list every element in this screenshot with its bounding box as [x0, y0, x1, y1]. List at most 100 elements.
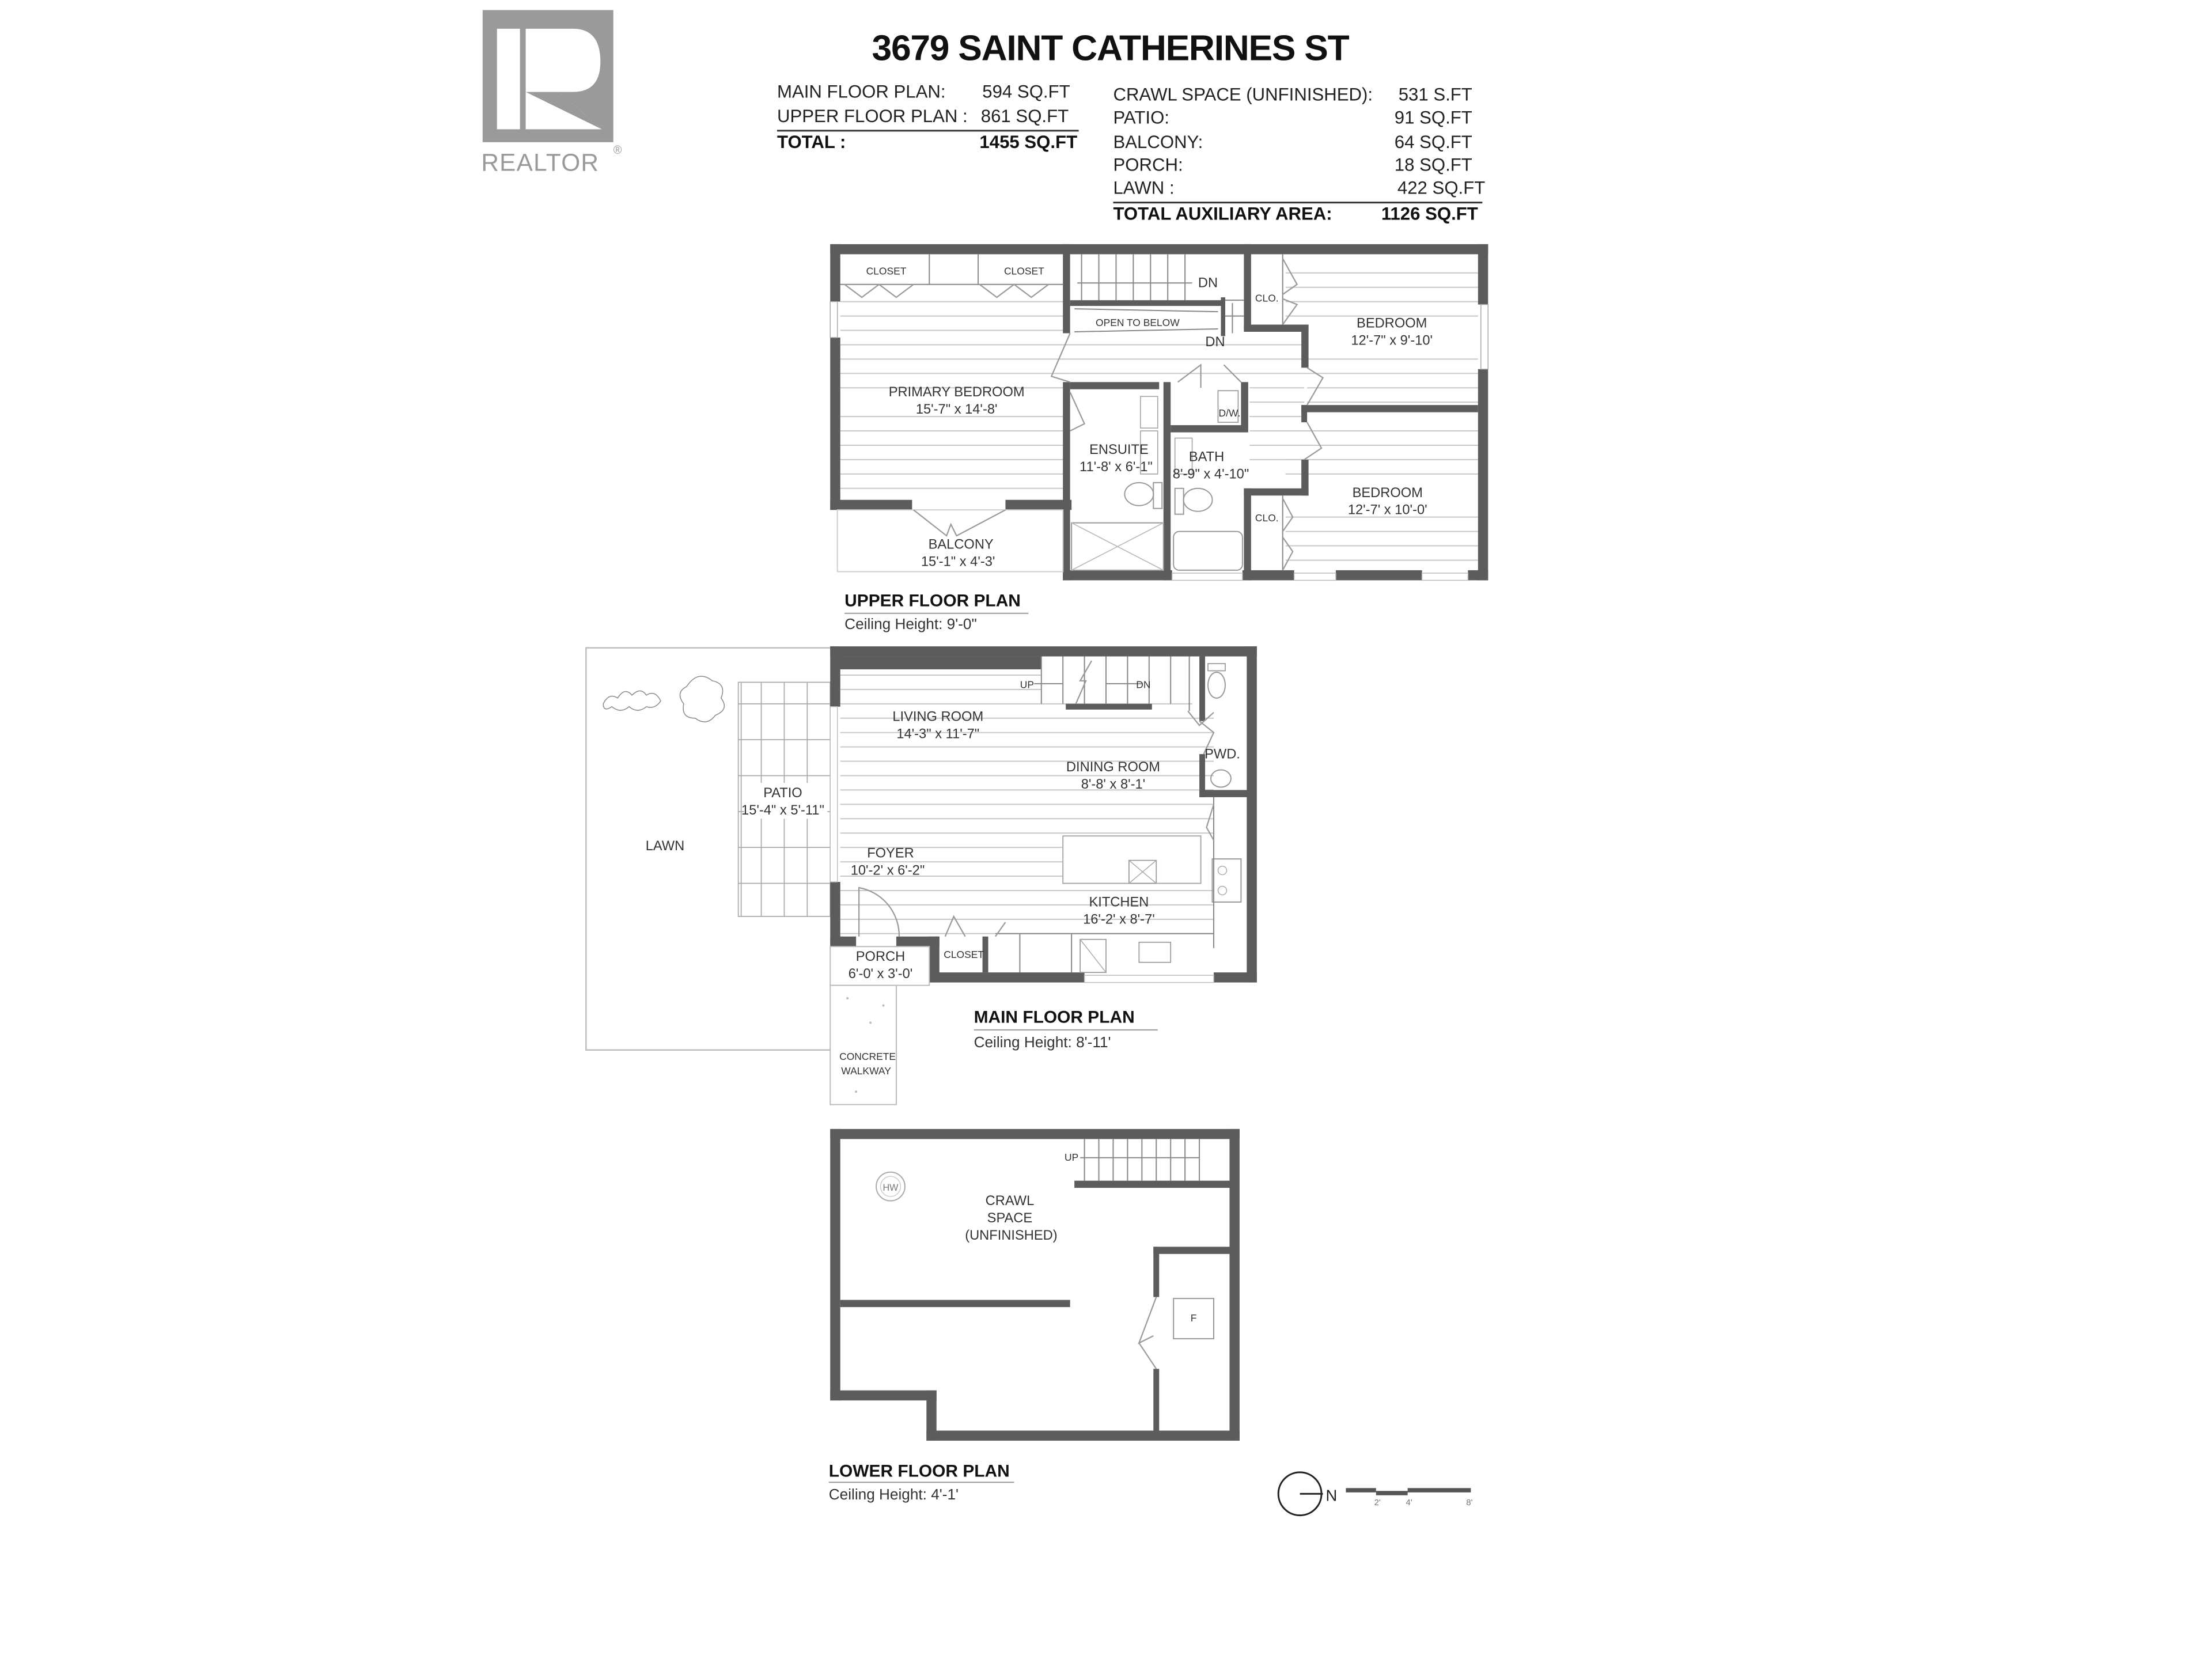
- svg-text:2': 2': [1374, 1498, 1381, 1508]
- floor-plan-title: LOWER FLOOR PLAN: [829, 1461, 1010, 1480]
- svg-text:8': 8': [1466, 1498, 1472, 1508]
- room-size: 10'-2' x 6'-2": [851, 863, 925, 878]
- scale-bar: 2' 4' 8': [1346, 1488, 1473, 1508]
- fridge-icon: [1080, 938, 1107, 973]
- summary-total-label: TOTAL AUXILIARY AREA:: [1113, 204, 1332, 224]
- stairs-down-label: DN: [1198, 276, 1218, 291]
- area-summary-right: CRAWL SPACE (UNFINISHED): 531 S.FT PATIO…: [1113, 85, 1485, 224]
- stairs-down-label: DN: [1205, 335, 1225, 350]
- room-name: PORCH: [856, 949, 906, 964]
- summary-label: CRAWL SPACE (UNFINISHED):: [1113, 85, 1373, 105]
- room-label-closet: CLO.: [1255, 512, 1279, 524]
- room-name: PATIO: [763, 786, 802, 801]
- window: [830, 301, 838, 338]
- legend: N 2' 4' 8': [1277, 1471, 1473, 1517]
- hot-water-tank-icon: [876, 1171, 906, 1202]
- page-title: 3679 SAINT CATHERINES ST: [872, 29, 1350, 69]
- window: [1171, 573, 1243, 581]
- summary-label: LAWN :: [1113, 178, 1174, 198]
- summary-label: UPPER FLOOR PLAN :: [777, 106, 968, 126]
- room-label-closet: CLOSET: [1004, 265, 1044, 276]
- summary-label: PORCH:: [1113, 155, 1183, 175]
- room-name: CRAWL: [986, 1194, 1035, 1209]
- balcony-outline: [836, 509, 1064, 573]
- room-size: 15'-1" x 4'-3': [921, 554, 995, 569]
- room-name: FOYER: [867, 846, 914, 861]
- toilet-icon: [1207, 671, 1226, 699]
- kitchen-island: [1062, 835, 1202, 884]
- hot-water-label: HW: [882, 1183, 899, 1193]
- room-size: 6'-0' x 3'-0': [849, 967, 913, 982]
- shrub-icon: [603, 676, 725, 722]
- room-size: 12'-7' x 10'-0': [1348, 503, 1427, 518]
- summary-total-value: 1126 SQ.FT: [1381, 204, 1478, 224]
- room-size: 8'-9" x 4'-10": [1173, 467, 1249, 482]
- summary-value: 861 SQ.FT: [981, 106, 1069, 126]
- room-name: LIVING ROOM: [892, 710, 983, 725]
- room-size: 15'-7" x 14'-8': [916, 402, 998, 417]
- concrete-walkway: [830, 984, 897, 1105]
- room-name: BEDROOM: [1357, 316, 1427, 331]
- summary-label: PATIO:: [1113, 107, 1169, 127]
- summary-value: 91 SQ.FT: [1395, 107, 1472, 127]
- stairs-up-label: UP: [1065, 1152, 1078, 1163]
- room-size: 14'-3" x 11'-7": [896, 727, 979, 742]
- toilet-icon: [1183, 487, 1213, 512]
- window: [1084, 975, 1214, 983]
- toilet-icon: [1124, 482, 1154, 506]
- floor-hatch: [840, 272, 1478, 561]
- summary-value: 18 SQ.FT: [1395, 155, 1472, 175]
- bathtub-icon: [1173, 531, 1243, 571]
- realtor-logo: REALTOR ®: [481, 10, 622, 176]
- room-size: 12'-7" x 9'-10': [1351, 333, 1433, 348]
- window: [1293, 573, 1336, 581]
- room-name: BEDROOM: [1353, 486, 1423, 501]
- summary-label: BALCONY:: [1113, 132, 1203, 152]
- summary-label: MAIN FLOOR PLAN:: [777, 82, 946, 102]
- main-floor-plan: LAWN PATIO 15'-4" x 5'-11" LIVING ROOM 1…: [585, 646, 1257, 1105]
- room-label-closet: CLO.: [1255, 293, 1279, 304]
- washer-dryer-icon: [1217, 390, 1239, 423]
- registered-mark: ®: [613, 144, 622, 157]
- realtor-logo-text: REALTOR: [481, 149, 599, 176]
- stove-icon: [1211, 858, 1242, 903]
- summary-value: 594 SQ.FT: [982, 82, 1070, 102]
- floor-plan-title: UPPER FLOOR PLAN: [844, 591, 1021, 610]
- room-name: (UNFINISHED): [965, 1228, 1057, 1243]
- room-name: KITCHEN: [1089, 895, 1149, 910]
- ceiling-height: Ceiling Height: 4'-1': [829, 1486, 959, 1503]
- furnace-icon: [1173, 1298, 1215, 1339]
- walkway-label: WALKWAY: [841, 1065, 891, 1077]
- summary-value: 531 S.FT: [1399, 85, 1472, 105]
- room-label-closet: CLOSET: [866, 265, 907, 276]
- furnace-label: F: [1191, 1312, 1197, 1324]
- room-size: 11'-8' x 6'-1": [1080, 460, 1153, 475]
- room-size: 16'-2' x 8'-7': [1083, 912, 1155, 927]
- summary-value: 422 SQ.FT: [1397, 178, 1485, 198]
- lawn-outline: [585, 647, 831, 1051]
- shower-icon: [1071, 522, 1164, 571]
- window: [1421, 573, 1469, 581]
- summary-value: 64 SQ.FT: [1395, 132, 1472, 152]
- summary-total-value: 1455 SQ.FT: [979, 132, 1077, 152]
- room-name: PRIMARY BEDROOM: [889, 385, 1025, 400]
- ceiling-height: Ceiling Height: 8'-11': [974, 1033, 1111, 1051]
- room-name: ENSUITE: [1089, 442, 1149, 457]
- lower-floor-plan: HW F UP CRAWL SPACE (UNFINISHED) LOWER F…: [828, 1128, 1240, 1503]
- lawn-label: LAWN: [646, 839, 685, 854]
- laundry-label: D/W.: [1219, 407, 1241, 419]
- room-size: 8'-8' x 8'-1': [1081, 777, 1145, 792]
- stairs-up-label: UP: [1020, 679, 1034, 690]
- room-name: PWD.: [1205, 747, 1240, 762]
- room-name: DINING ROOM: [1066, 760, 1160, 775]
- room-name: BATH: [1189, 449, 1224, 464]
- room-name: BALCONY: [929, 537, 994, 552]
- sink-icon: [1210, 769, 1232, 788]
- summary-total-label: TOTAL :: [777, 132, 846, 152]
- floor-plan-title: MAIN FLOOR PLAN: [974, 1007, 1135, 1027]
- window: [830, 706, 838, 882]
- stairs-down-label: DN: [1136, 679, 1150, 690]
- upper-floor-plan: CLOSET CLOSET DN OPEN TO BELOW DN CLO. C…: [830, 244, 1489, 632]
- window: [1480, 304, 1489, 370]
